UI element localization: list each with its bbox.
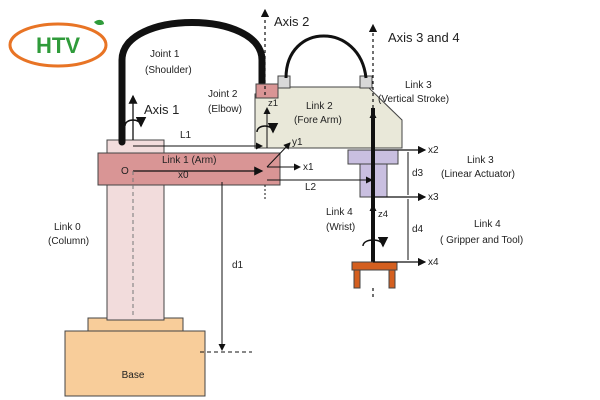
elbow-connector	[277, 75, 291, 89]
cable-arc-2	[284, 34, 368, 79]
link4-gripper-label-1: Link 4	[474, 219, 501, 230]
elbow-joint-block	[255, 83, 279, 99]
L1-label: L1	[180, 130, 192, 141]
link2-label-2: (Fore Arm)	[294, 115, 342, 126]
column-link0	[106, 179, 165, 321]
joint1-label-2: (Shoulder)	[145, 65, 192, 76]
link2-label-1: Link 2	[306, 101, 333, 112]
arm-link1	[97, 152, 281, 186]
axis1-rotation-icon	[124, 116, 147, 128]
d4-label: d4	[412, 224, 424, 235]
base-block	[64, 330, 206, 397]
link4-wrist-label-1: Link 4	[326, 207, 353, 218]
wrist-rotation-icon	[362, 236, 389, 248]
gripper-finger-left	[353, 269, 361, 289]
origin-label: O	[121, 166, 129, 177]
link3-linear-label-1: Link 3	[467, 155, 494, 166]
link1-label: Link 1 (Arm)	[162, 155, 216, 166]
link3-linear-label-2: (Linear Actuator)	[441, 169, 515, 180]
z4-label: z4	[378, 209, 388, 220]
joint2-label-1: Joint 2	[208, 89, 238, 100]
axis2-rotation-icon	[256, 122, 279, 134]
y1-axis	[266, 142, 291, 168]
L2-label: L2	[305, 182, 317, 193]
axis34-label: Axis 3 and 4	[388, 30, 460, 45]
link4-wrist-label-2: (Wrist)	[326, 222, 355, 233]
d3-label: d3	[412, 168, 424, 179]
x1-label: x1	[303, 162, 314, 173]
base-label: Base	[122, 370, 145, 381]
logo-text: HTV	[36, 33, 80, 58]
x3-label: x3	[428, 192, 439, 203]
link4-gripper-label-2: ( Gripper and Tool)	[440, 235, 523, 246]
column-top-cap	[106, 139, 165, 155]
axis2-label: Axis 2	[274, 14, 309, 29]
y1-label: y1	[292, 137, 303, 148]
x0-label: x0	[178, 170, 189, 181]
z1-label: z1	[268, 98, 278, 109]
x2-label: x2	[428, 145, 439, 156]
cable-arc-1	[118, 19, 266, 146]
joint2-label-2: (Elbow)	[208, 104, 242, 115]
gripper-bar	[351, 261, 398, 271]
axis1-label: Axis 1	[144, 102, 179, 117]
link3-vertical-label-1: Link 3	[405, 80, 432, 91]
logo-leaf-icon	[94, 19, 104, 26]
d1-label: d1	[232, 260, 244, 271]
link0-label-1: Link 0	[54, 222, 81, 233]
link3-vertical-label-2: (Vertical Stroke)	[378, 94, 449, 105]
link0-label-2: (Column)	[48, 236, 89, 247]
logo-ring	[8, 22, 108, 68]
htv-logo: HTV	[8, 19, 108, 68]
gripper-finger-right	[388, 269, 396, 289]
x4-label: x4	[428, 257, 439, 268]
joint1-label-1: Joint 1	[150, 49, 180, 60]
